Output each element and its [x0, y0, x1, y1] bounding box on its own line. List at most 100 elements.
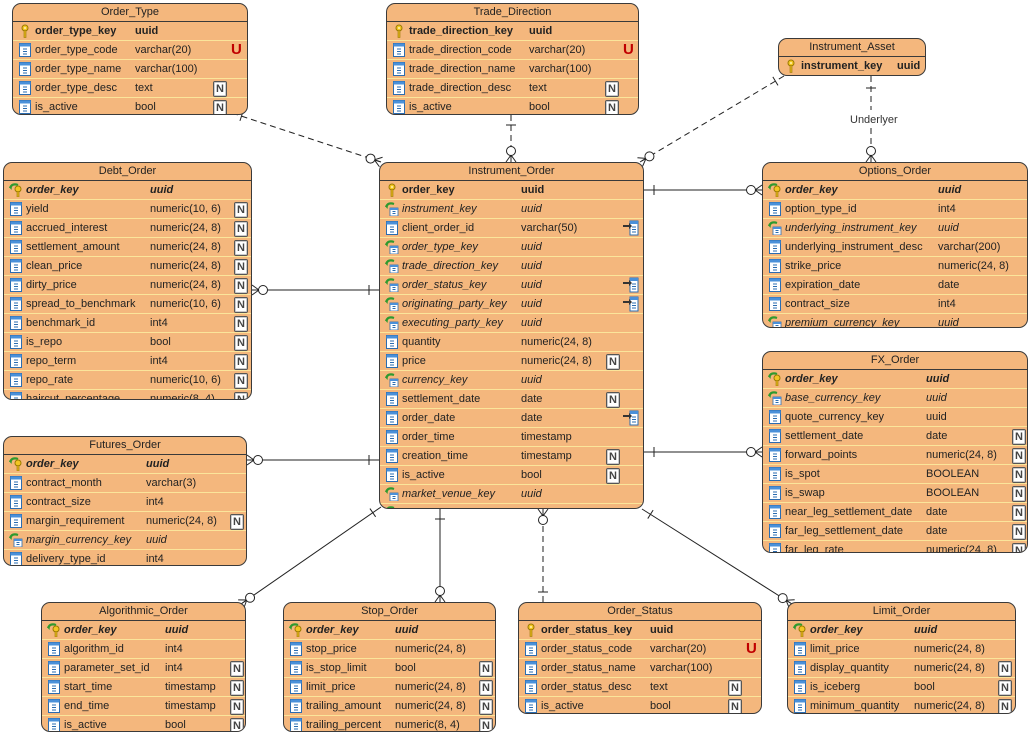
foreign-key-icon	[385, 506, 399, 508]
